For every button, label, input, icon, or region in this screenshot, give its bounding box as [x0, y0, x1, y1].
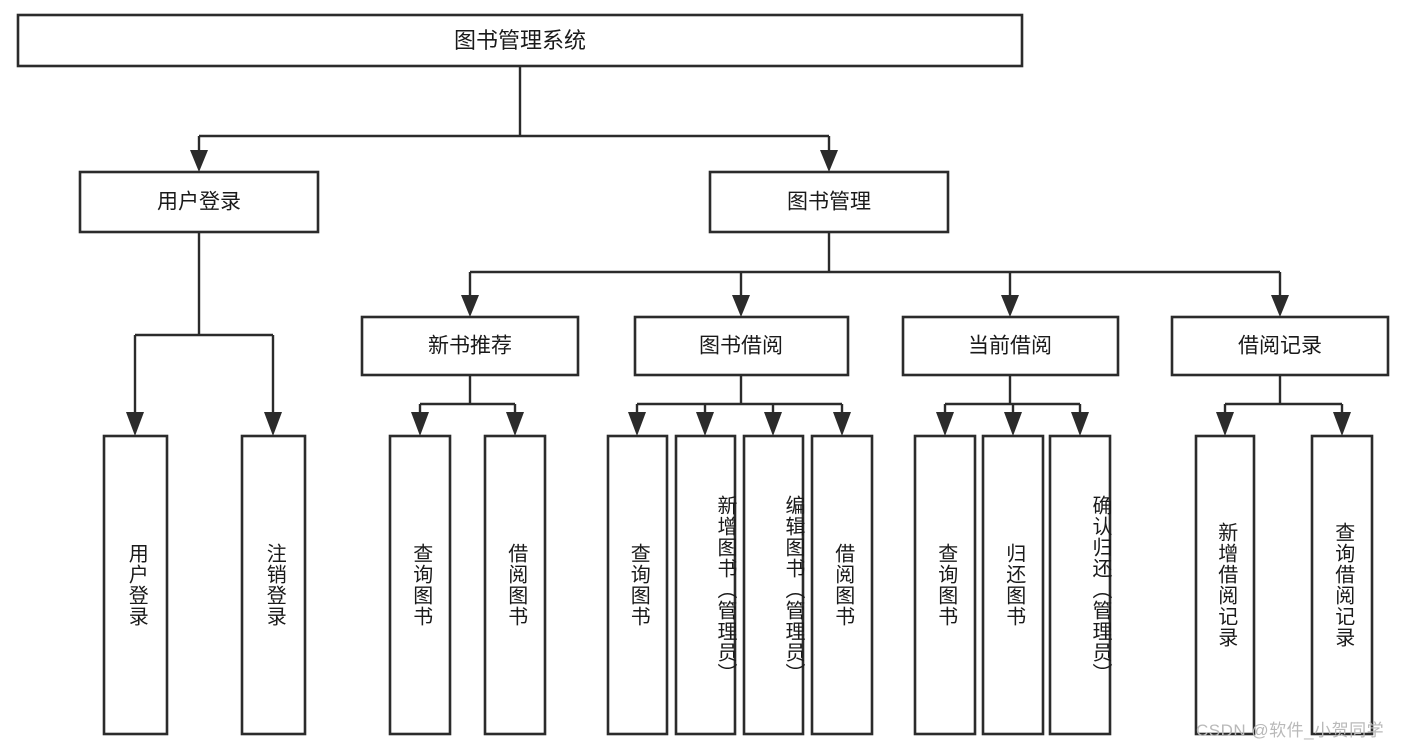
node-leaf-rec-borrow-book-box[interactable]: [483, 434, 547, 736]
node-leaf-borrow-borrow-book-box[interactable]: [810, 434, 874, 736]
node-borrow-record-label: 借阅记录: [1238, 335, 1322, 358]
arrowhead-icon: [461, 295, 479, 317]
arrowhead-icon: [1004, 412, 1022, 436]
arrowhead-icon: [732, 295, 750, 317]
arrowhead-icon: [1271, 295, 1289, 317]
arrowhead-icon: [764, 412, 782, 436]
arrowhead-icon: [820, 150, 838, 172]
node-leaf-user-logout-box[interactable]: [240, 434, 307, 736]
arrowhead-icon: [628, 412, 646, 436]
node-root-box[interactable]: [16, 13, 1024, 68]
node-book-borrow-box[interactable]: [633, 315, 850, 377]
arrowhead-icon: [833, 412, 851, 436]
node-user-login-label: 用户登录: [157, 191, 241, 214]
node-leaf-current-confirm-return-box[interactable]: [1048, 434, 1112, 736]
node-layer: 图书管理系统 用户登录 图书管理 新书推荐 图书借阅 当前借阅 借阅记录: [16, 13, 1390, 736]
arrowhead-icon: [936, 412, 954, 436]
arrowhead-icon: [1333, 412, 1351, 436]
node-book-manage-box[interactable]: [708, 170, 950, 234]
arrowhead-icon: [696, 412, 714, 436]
node-leaf-current-query-book-box[interactable]: [913, 434, 977, 736]
node-leaf-borrow-query-book-box[interactable]: [606, 434, 669, 736]
node-current-borrow-box[interactable]: [901, 315, 1120, 377]
node-leaf-borrow-edit-book-box[interactable]: [742, 434, 805, 736]
node-book-manage-label: 图书管理: [787, 191, 871, 214]
csdn-watermark: CSDN @软件_小贺同学: [1196, 721, 1385, 740]
node-leaf-rec-query-book-box[interactable]: [388, 434, 452, 736]
arrowhead-icon: [126, 412, 144, 436]
node-leaf-borrow-add-book-box[interactable]: [674, 434, 737, 736]
arrowhead-icon: [1216, 412, 1234, 436]
node-leaf-record-query-box[interactable]: [1310, 434, 1374, 736]
arrowhead-icon: [190, 150, 208, 172]
node-borrow-record-box[interactable]: [1170, 315, 1390, 377]
node-current-borrow-label: 当前借阅: [968, 335, 1052, 358]
arrowhead-icon: [1071, 412, 1089, 436]
arrowhead-layer: [126, 150, 1351, 436]
node-book-borrow-label: 图书借阅: [699, 335, 783, 358]
node-leaf-user-login-box[interactable]: [102, 434, 169, 736]
arrowhead-icon: [506, 412, 524, 436]
arrowhead-icon: [1001, 295, 1019, 317]
node-new-book-rec-box[interactable]: [360, 315, 580, 377]
node-leaf-record-add-box[interactable]: [1194, 434, 1256, 736]
node-root-label: 图书管理系统: [454, 28, 586, 53]
node-leaf-current-return-book-box[interactable]: [981, 434, 1045, 736]
arrowhead-icon: [264, 412, 282, 436]
arrowhead-icon: [411, 412, 429, 436]
node-new-book-rec-label: 新书推荐: [428, 335, 512, 358]
node-user-login-box[interactable]: [78, 170, 320, 234]
